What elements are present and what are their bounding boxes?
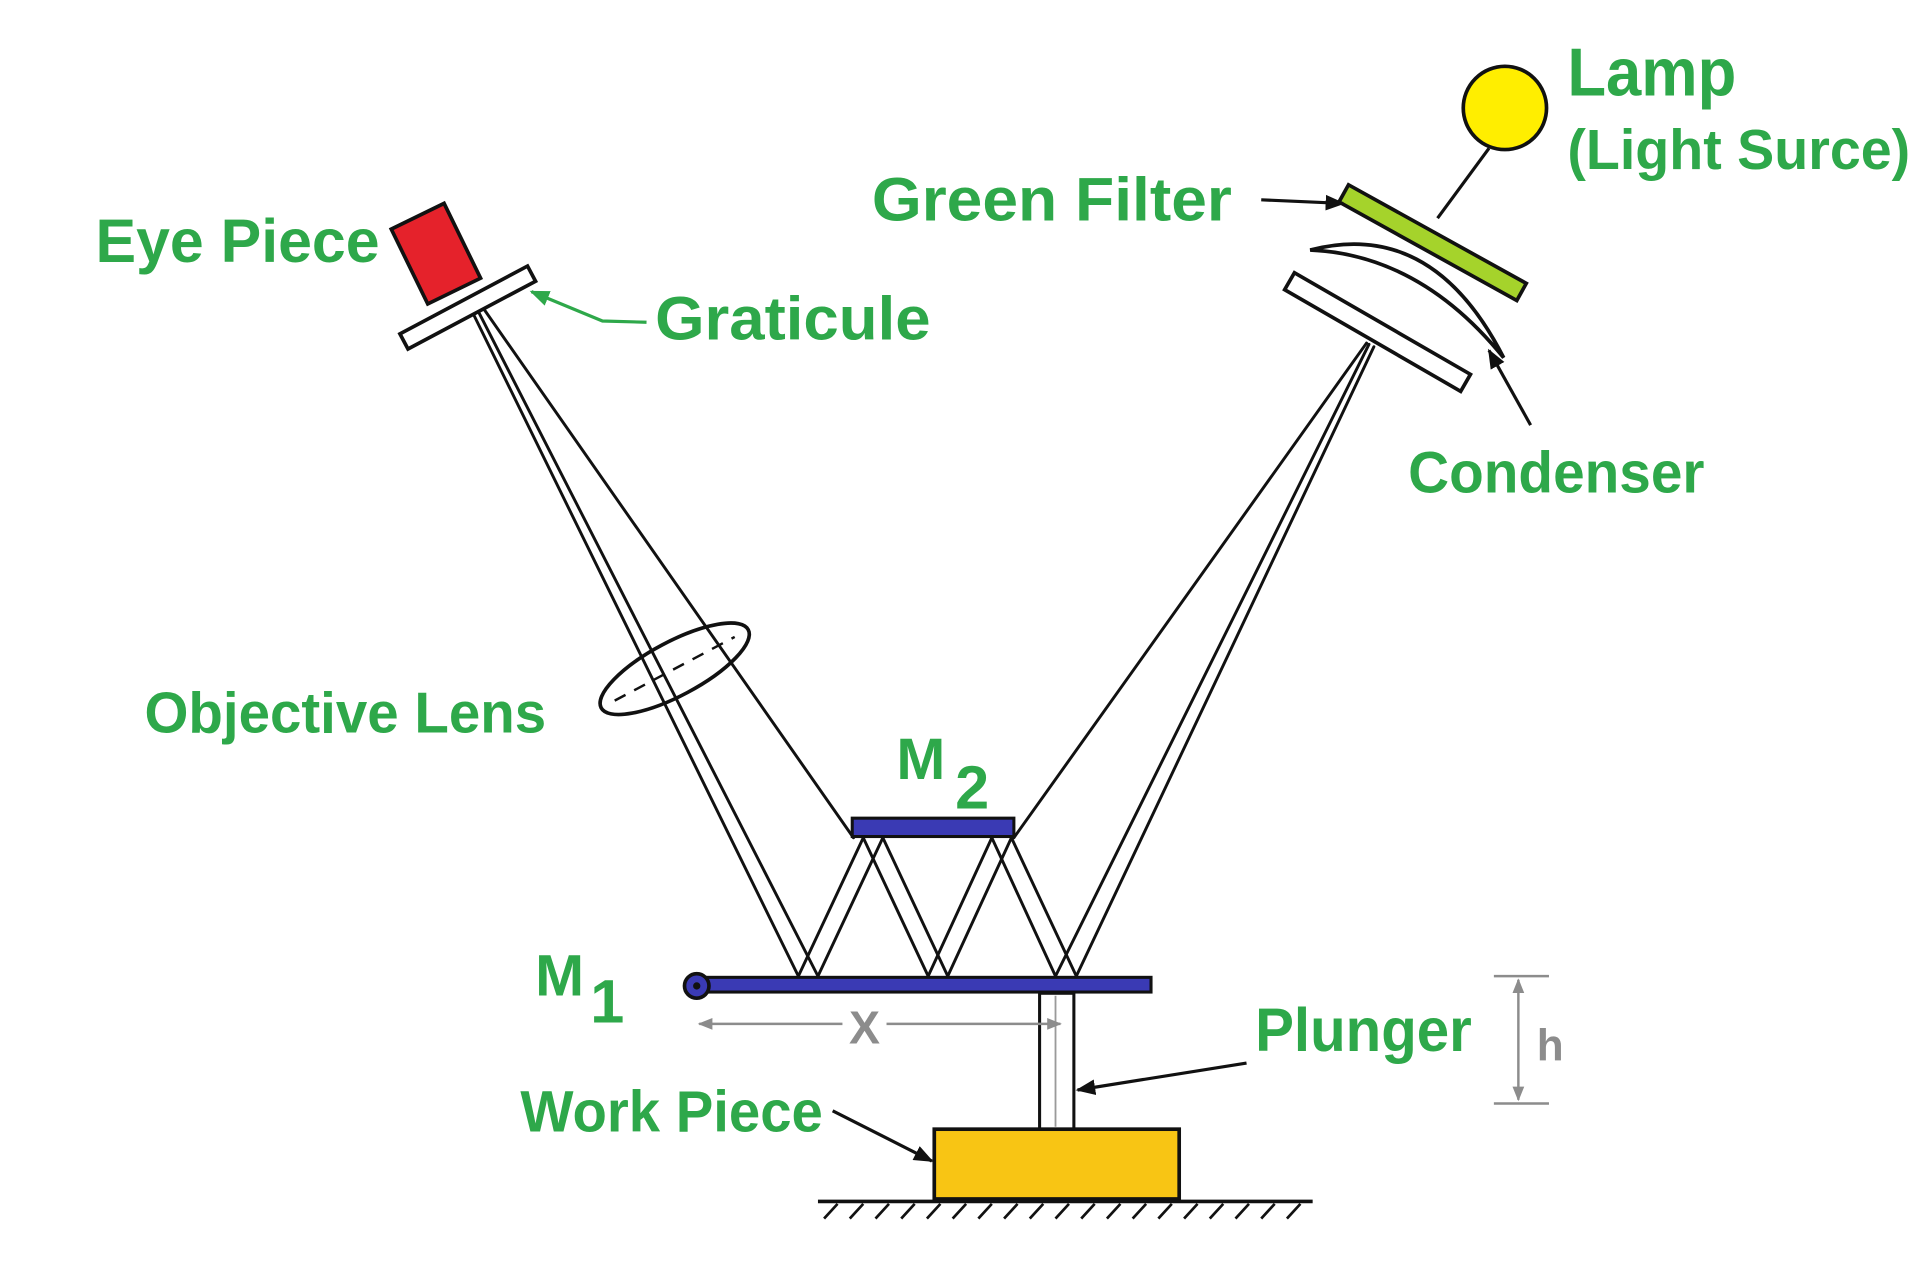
objective-lens-label: Objective Lens	[144, 681, 546, 745]
mirror-2-label-letter: M	[896, 727, 945, 792]
graticule	[397, 263, 539, 352]
graticule-label: Graticule	[655, 284, 931, 352]
pivot-pin	[693, 982, 701, 990]
mirror-2-label-subscript: 2	[955, 753, 989, 821]
objective-lens	[598, 621, 752, 717]
dimension-h-label: h	[1537, 1022, 1564, 1071]
emergent-ray	[482, 307, 855, 840]
green-filter	[1336, 182, 1529, 303]
dimension-x-label: X	[849, 1001, 880, 1053]
eye-piece-label: Eye Piece	[96, 207, 380, 275]
work-piece-label: Work Piece	[520, 1080, 822, 1145]
ground-hatching	[823, 1202, 1302, 1220]
plunger-pointer-arrow	[1075, 1061, 1247, 1095]
light-rays	[467, 303, 1376, 978]
condenser-label: Condenser	[1408, 440, 1704, 505]
mirror-2	[850, 816, 1016, 839]
reflected-ray-path	[816, 836, 1078, 978]
condenser-plate	[1282, 270, 1473, 394]
objective-lens-body	[598, 621, 752, 717]
emergent-ray	[467, 303, 800, 978]
incident-ray	[1074, 345, 1376, 978]
lamp-stem	[1436, 147, 1491, 220]
condenser-pointer-arrow	[1487, 348, 1533, 426]
work-piece-pointer-arrow	[831, 1109, 934, 1163]
emergent-ray	[474, 306, 820, 978]
plunger-label: Plunger	[1255, 996, 1472, 1064]
graticule-pointer-arrow	[529, 290, 647, 324]
mirror-1	[691, 975, 1153, 994]
light-source-label: (Light Surce)	[1567, 118, 1910, 181]
incident-ray	[1012, 341, 1368, 840]
mirror-1-label-subscript: 1	[590, 968, 624, 1036]
green-filter-pointer-arrow	[1261, 194, 1346, 211]
green-filter-label: Green Filter	[872, 166, 1232, 234]
lamp-label: Lamp	[1567, 36, 1736, 111]
incident-ray	[1054, 342, 1371, 978]
work-piece	[932, 1127, 1182, 1201]
objective-lens-axis	[614, 635, 736, 702]
dimension-x: X	[697, 1001, 1062, 1053]
dimension-h: h	[1493, 974, 1564, 1105]
reflected-ray-path	[796, 836, 1057, 978]
mirror-1-label-letter: M	[535, 944, 584, 1009]
eye-piece	[388, 200, 484, 307]
plunger	[1038, 991, 1076, 1131]
lamp-bulb	[1461, 64, 1549, 152]
